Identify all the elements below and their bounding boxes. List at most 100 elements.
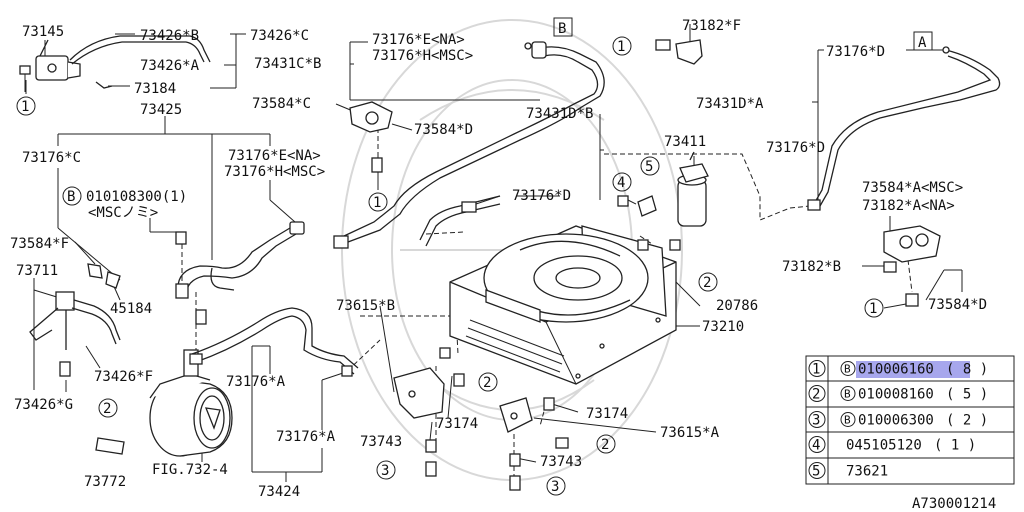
clip-73621[interactable]	[637, 195, 657, 217]
bolt-73145[interactable]	[19, 65, 31, 92]
callout-73425: 73425	[140, 102, 182, 118]
svg-text:B: B	[558, 21, 566, 37]
callout-73711: 73711	[16, 263, 58, 279]
callout-73584F: 73584*F	[10, 236, 69, 252]
svg-text:3: 3	[381, 463, 389, 479]
callout-labels: 73145 73426*B 73426*C 73426*A 73184 7342…	[10, 18, 987, 500]
callout-73176H-left: 73176*H<MSC>	[224, 164, 325, 180]
svg-text:1: 1	[21, 99, 29, 115]
callout-73584C: 73584*C	[252, 96, 311, 112]
callout-figure-ref: FIG.732-4	[152, 462, 228, 478]
legend-row-code: 045105120	[846, 438, 922, 454]
discharge-hose-73176A[interactable]	[191, 307, 359, 377]
bolts-73743[interactable]	[425, 439, 521, 491]
circle-refs: 1 1 1 1 2 2 2 2 3 3 4 5 B	[16, 36, 884, 496]
receiver-drier-73411[interactable]	[677, 151, 709, 227]
callout-bolt-ref-code: 010108300(1)	[86, 189, 187, 205]
callout-73584A: 73584*A<MSC>	[862, 180, 963, 196]
svg-text:2: 2	[103, 401, 111, 417]
callout-73431DA: 73431D*A	[696, 96, 764, 112]
svg-text:B: B	[67, 189, 75, 205]
circle-ref-1: 1	[368, 192, 388, 212]
thin-pipe-73426[interactable]	[69, 35, 211, 89]
callout-73615B: 73615*B	[336, 298, 395, 314]
bolt-045105120[interactable]	[617, 195, 637, 207]
callout-73584D-mid: 73584*D	[414, 122, 473, 138]
legend-row-number: 5	[812, 464, 820, 480]
bolt-73426G[interactable]	[59, 361, 71, 377]
callout-73182A: 73182*A<NA>	[862, 198, 955, 214]
svg-text:4: 4	[617, 175, 625, 191]
label-plate-73772[interactable]	[95, 437, 125, 455]
clip-73584F[interactable]	[87, 263, 121, 289]
legend-row-prefix: B	[844, 388, 851, 401]
callout-73176E-left: 73176*E<NA>	[228, 148, 321, 164]
compressor[interactable]	[149, 349, 233, 457]
callout-73426B: 73426*B	[140, 28, 199, 44]
clamp-73584C[interactable]	[349, 101, 393, 173]
callout-73615A: 73615*A	[660, 425, 720, 441]
ref-box-a: A	[913, 31, 933, 51]
callout-73176D-top: 73176*D	[826, 44, 885, 60]
svg-text:A: A	[918, 35, 927, 51]
circle-ref-2: 2	[596, 434, 616, 454]
grommet-20786[interactable]	[637, 239, 681, 251]
legend-row-number-circle	[808, 462, 826, 479]
pipe-73431C[interactable]	[333, 41, 605, 249]
svg-text:1: 1	[869, 301, 877, 317]
callout-73772: 73772	[84, 474, 126, 490]
callout-73411: 73411	[664, 134, 706, 150]
callout-73176A-upper: 73176*A	[226, 374, 286, 390]
clamp-73584A[interactable]	[883, 225, 941, 307]
pressure-switch-block[interactable]	[35, 39, 81, 81]
bracket-73615B[interactable]	[393, 347, 465, 419]
legend-row-number-circle	[808, 436, 826, 453]
cooling-unit-73210[interactable]	[449, 225, 677, 385]
legend-row-prefix: B	[844, 414, 851, 427]
circle-ref-2: 2	[478, 372, 498, 392]
callout-73182F: 73182*F	[682, 18, 741, 34]
callout-73174-right: 73174	[586, 406, 628, 422]
callout-73431DB: 73431D*B	[526, 106, 593, 122]
legend-row-code: 010006160	[858, 362, 934, 378]
callout-73176D-mid: 73176*D	[512, 188, 571, 204]
ref-box-b: B	[553, 17, 573, 37]
legend-row-qty: ( 1 )	[934, 438, 976, 454]
callout-73184: 73184	[134, 81, 176, 97]
suction-hose-73176C[interactable]	[177, 221, 305, 297]
pipe-73431DB[interactable]	[419, 195, 501, 247]
callout-73743-left: 73743	[360, 434, 402, 450]
legend-row-number: 1	[812, 362, 820, 378]
callout-73584D-right: 73584*D	[928, 297, 987, 313]
legend-row-number: 3	[812, 413, 820, 429]
liquid-pipe-73176D[interactable]	[807, 46, 1001, 211]
bracket-73615A[interactable]	[499, 397, 569, 449]
circle-ref-b: B	[62, 186, 82, 206]
pipe-73711[interactable]	[29, 291, 121, 350]
circle-ref-3: 3	[376, 460, 396, 480]
circle-ref-2: 2	[698, 272, 718, 292]
callout-73176D-right: 73176*D	[766, 140, 825, 156]
circle-ref-4: 4	[612, 172, 632, 192]
legend-row-code: 010006300	[858, 413, 934, 429]
legend-row-number-circle	[808, 385, 826, 402]
svg-text:2: 2	[703, 275, 711, 291]
svg-text:5: 5	[645, 159, 653, 175]
legend-row-selection-highlight	[856, 361, 970, 378]
legend-row-prefix-circle	[840, 386, 856, 401]
circle-ref-3: 3	[546, 476, 566, 496]
callout-73426F: 73426*F	[94, 369, 153, 385]
fittings-left[interactable]	[175, 231, 207, 365]
clip-73182F[interactable]	[655, 39, 703, 65]
callout-73426G: 73426*G	[14, 397, 73, 413]
svg-text:1: 1	[373, 195, 381, 211]
callout-20786: 20786	[716, 298, 758, 314]
circle-ref-1: 1	[612, 36, 632, 56]
